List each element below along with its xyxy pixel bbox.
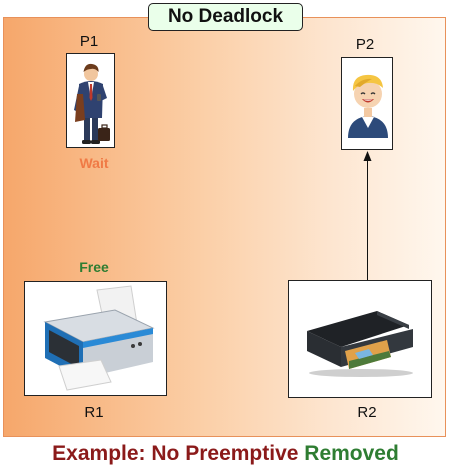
process-p1-frame <box>66 53 115 148</box>
caption-part2: Removed <box>304 442 399 465</box>
resource-r1-status: Free <box>79 259 109 275</box>
resource-r2-frame <box>288 280 432 398</box>
printer-icon <box>43 285 155 391</box>
caption-part1: Example: No Preemptive <box>52 442 299 465</box>
resource-label-r1: R1 <box>84 404 104 421</box>
process-p2-frame <box>341 57 393 150</box>
resource-label-r2: R2 <box>357 404 377 421</box>
diagram-caption: Example: No Preemptive Removed <box>0 442 451 466</box>
scanner-icon <box>307 311 413 377</box>
diagram-title: No Deadlock <box>148 3 303 31</box>
resource-r1-frame <box>24 281 167 396</box>
process-label-p1: P1 <box>79 33 99 50</box>
businessman-icon <box>74 63 110 144</box>
process-label-p2: P2 <box>355 36 375 53</box>
smiling-person-icon <box>348 74 388 138</box>
process-p1-status: Wait <box>79 155 109 171</box>
arrowhead-icon <box>363 151 372 161</box>
